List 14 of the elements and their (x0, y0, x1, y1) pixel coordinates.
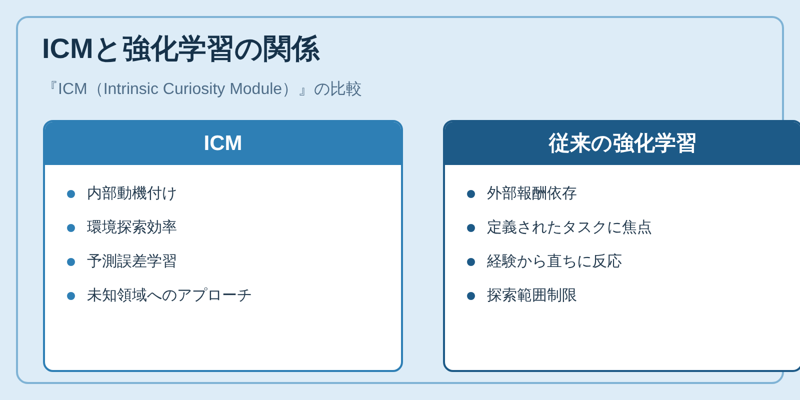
list-item: 探索範囲制限 (487, 286, 577, 306)
list-item: 未知領域へのアプローチ (87, 286, 252, 306)
list-item: 経験から直ちに反応 (487, 252, 622, 272)
list-item: 定義されたタスクに焦点 (487, 218, 652, 238)
heading: ICMと強化学習の関係 (42, 32, 320, 66)
list-item: 外部報酬依存 (487, 184, 577, 204)
list-item: 環境探索効率 (87, 218, 177, 238)
list-item: 予測誤差学習 (87, 252, 177, 272)
card-header: 従来の強化学習 (445, 122, 800, 165)
comparison-card (43, 120, 403, 372)
list-item: 内部動機付け (87, 184, 177, 204)
subtitle: 『ICM（Intrinsic Curiosity Module）』の比較 (42, 80, 362, 100)
comparison-card (443, 120, 800, 372)
card-header: ICM (45, 122, 401, 165)
